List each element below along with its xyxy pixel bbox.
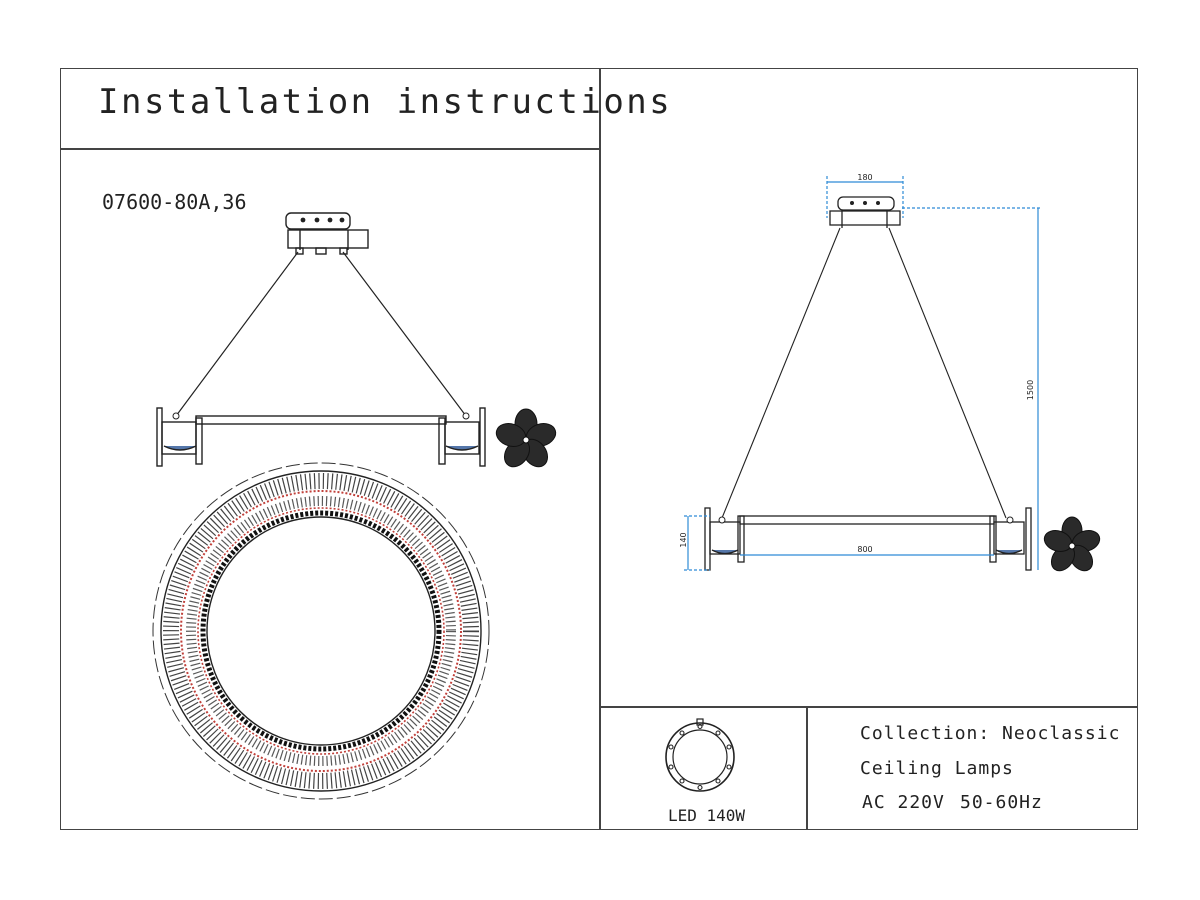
dimension-top-width: 180 — [857, 173, 872, 182]
info-column-divider — [806, 706, 808, 830]
led-ring-icon — [665, 718, 735, 792]
collection-label: Collection: Neoclassic — [860, 723, 1121, 744]
top-view-ring — [152, 462, 490, 800]
dimension-diameter: 800 — [857, 545, 872, 554]
dimension-drop: 1500 — [1026, 380, 1035, 400]
dimension-drawing: 180 1500 140 800 — [680, 173, 1101, 572]
center-divider — [599, 68, 601, 830]
side-view-drawing — [156, 212, 557, 468]
model-number: 07600-80A,36 — [102, 190, 247, 214]
category-label: Ceiling Lamps — [860, 758, 1014, 779]
frequency-label: 50-60Hz — [960, 792, 1043, 813]
dimension-height: 140 — [680, 532, 688, 547]
info-divider — [599, 706, 1138, 708]
title-divider — [60, 148, 600, 150]
voltage-label: AC 220V — [862, 792, 945, 813]
power-rating: LED 140W — [668, 806, 746, 825]
page-title: Installation instructions — [98, 82, 673, 122]
